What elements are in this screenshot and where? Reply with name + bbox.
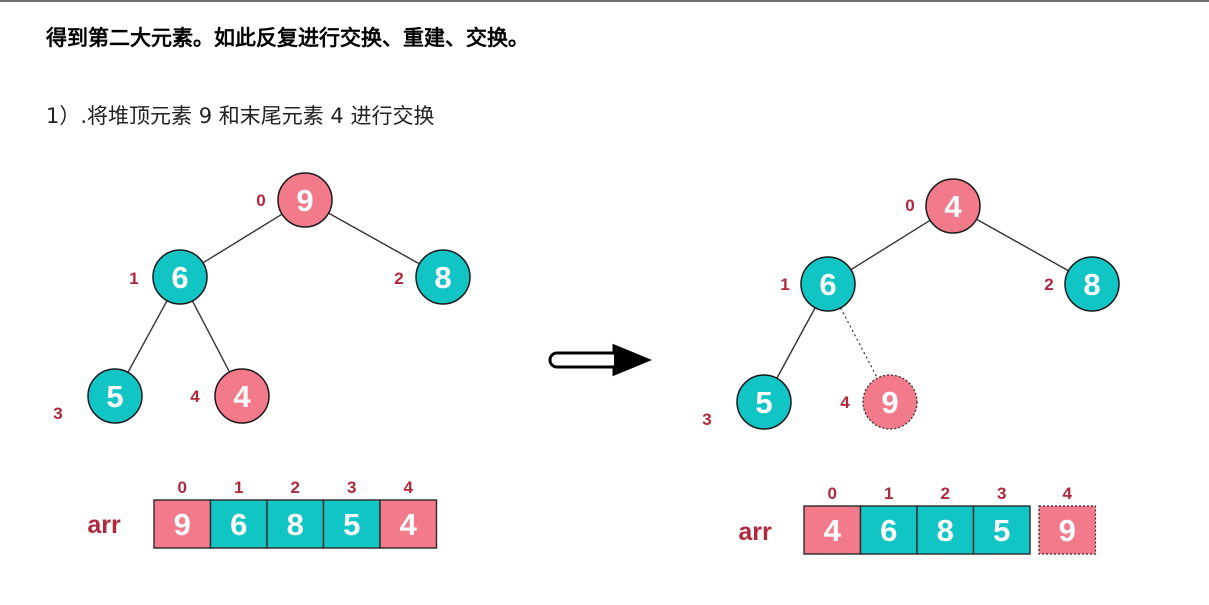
- tree-node-value: 9: [881, 385, 898, 420]
- tree-node-index: 1: [780, 275, 789, 294]
- array-cell-value: 5: [343, 507, 360, 542]
- tree-node-circle: [87, 368, 143, 424]
- array-cell-index: 0: [178, 478, 187, 497]
- array-cell-index: 2: [291, 478, 300, 497]
- array-cell-value: 4: [400, 507, 418, 542]
- tree-node-circle: [214, 368, 270, 424]
- tree-node-value: 6: [171, 260, 188, 295]
- tree-node: 4: [925, 178, 981, 234]
- after-heap-tree: 4 0 6 1 8 2 5 3 9 4: [702, 178, 1120, 430]
- array-cell-box: [1038, 505, 1097, 555]
- tree-node: 9: [862, 374, 918, 430]
- array-cell-box: [916, 505, 975, 555]
- tree-node-value: 4: [944, 189, 962, 224]
- tree-node-circle: [800, 256, 856, 312]
- array-cell: 53: [322, 478, 381, 549]
- tree-node-circle: [1064, 256, 1120, 312]
- array-cell: 90: [153, 478, 212, 549]
- tree-node-index: 3: [702, 410, 711, 429]
- array-cell: 61: [859, 484, 918, 555]
- array-cell-box: [859, 505, 918, 555]
- array-cell-value: 5: [993, 513, 1010, 548]
- step-description: 1）.将堆顶元素 9 和末尾元素 4 进行交换: [46, 104, 435, 128]
- tree-node-value: 4: [233, 379, 251, 414]
- tree-node-value: 8: [434, 260, 451, 295]
- before-heap-tree: 9 0 6 1 8 2 5 3 4 4: [53, 172, 471, 424]
- array-cell-index: 4: [1063, 484, 1073, 503]
- tree-node: 6: [800, 256, 856, 312]
- array-cell-index: 1: [884, 484, 893, 503]
- array-cell-value: 8: [287, 507, 304, 542]
- tree-node-value: 9: [296, 183, 313, 218]
- array-cell-index: 1: [234, 478, 243, 497]
- array-cell: 94: [1038, 484, 1097, 555]
- tree-node-circle: [152, 249, 208, 305]
- tree-node-index: 4: [190, 387, 200, 406]
- tree-edge: [850, 219, 931, 271]
- array-cell: 61: [209, 478, 268, 549]
- hollow-shaft-arrow-icon: [548, 343, 652, 377]
- tree-node-circle: [862, 374, 918, 430]
- tree-node-index: 1: [129, 269, 138, 288]
- tree-node-value: 6: [819, 267, 836, 302]
- tree-node-index: 0: [905, 196, 914, 215]
- tree-node-index: 2: [394, 269, 403, 288]
- tree-node-circle: [415, 249, 471, 305]
- tree-edge: [776, 307, 816, 379]
- section-heading: 得到第二大元素。如此反复进行交换、重建、交换。: [46, 26, 529, 50]
- tree-edge: [976, 218, 1069, 272]
- tree-node-index: 0: [256, 191, 265, 210]
- tree-node-value: 5: [106, 379, 123, 414]
- array-cell-box: [803, 505, 862, 555]
- array-cell-index: 0: [828, 484, 837, 503]
- array-cell-box: [209, 499, 268, 549]
- tree-edge: [202, 213, 283, 264]
- tree-node: 9: [277, 172, 333, 228]
- tree-node: 8: [1064, 256, 1120, 312]
- tree-edge: [127, 300, 168, 373]
- tree-node-value: 5: [755, 385, 772, 420]
- array-cell: 40: [803, 484, 862, 555]
- array-cell-value: 9: [1059, 513, 1076, 548]
- array-cell-box: [972, 505, 1031, 555]
- tree-edge: [191, 300, 231, 373]
- array-cell-value: 6: [230, 507, 247, 542]
- array-cell-index: 2: [941, 484, 950, 503]
- array-cell-value: 4: [824, 513, 842, 548]
- tree-edge: [328, 212, 420, 265]
- array-cell: 82: [266, 478, 325, 549]
- array-cell: 53: [972, 484, 1031, 555]
- tree-node-circle: [277, 172, 333, 228]
- tree-node: 5: [87, 368, 143, 424]
- array-cell: 44: [379, 478, 438, 549]
- tree-node-circle: [925, 178, 981, 234]
- array-label: arr: [87, 511, 121, 539]
- top-divider: [0, 0, 1209, 2]
- array-label: arr: [738, 518, 772, 546]
- array-cell-value: 9: [174, 507, 191, 542]
- array-cell-box: [379, 499, 438, 549]
- tree-node-index: 4: [840, 393, 850, 412]
- tree-node: 4: [214, 368, 270, 424]
- array-cell-index: 3: [347, 478, 356, 497]
- array-cell: 82: [916, 484, 975, 555]
- tree-edge: [840, 307, 878, 379]
- tree-node-value: 8: [1083, 267, 1100, 302]
- tree-node-index: 2: [1044, 275, 1053, 294]
- tree-node-index: 3: [53, 404, 62, 423]
- array-cell-index: 4: [404, 478, 414, 497]
- array-cell-index: 3: [997, 484, 1006, 503]
- tree-node: 8: [415, 249, 471, 305]
- array-cell-value: 8: [937, 513, 954, 548]
- tree-node-circle: [736, 374, 792, 430]
- tree-node: 6: [152, 249, 208, 305]
- array-cell-value: 6: [880, 513, 897, 548]
- tree-node: 5: [736, 374, 792, 430]
